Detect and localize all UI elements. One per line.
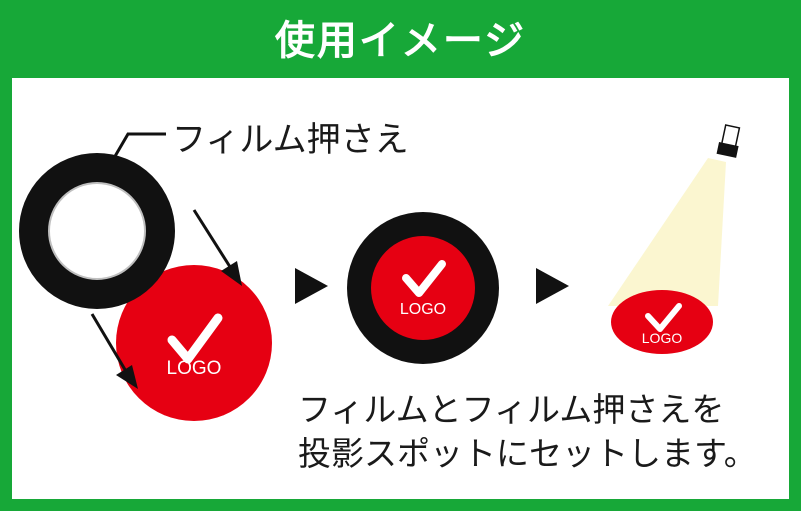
spot-projector-icon <box>716 124 741 158</box>
caption-line: フィルムとフィルム押さえを <box>298 390 725 429</box>
caption: フィルムとフィルム押さえを 投影スポットにセットします。 <box>298 388 757 476</box>
film-holder-label: フィルム押さえ <box>172 120 409 160</box>
film-holder-ring <box>19 153 175 309</box>
check-mark-icon <box>167 313 223 364</box>
check-mark-icon <box>645 303 682 332</box>
step-arrow-icon <box>295 268 328 304</box>
logo-label: LOGO <box>642 330 683 346</box>
film-holder-inner-edge <box>48 182 146 280</box>
step-arrow-icon <box>536 268 569 304</box>
motion-arrow-line <box>90 313 129 374</box>
page-title: 使用イメージ <box>274 18 527 64</box>
caption-line: 投影スポットにセットします。 <box>298 434 757 473</box>
logo-label: LOGO <box>167 358 222 379</box>
illustration-panel: LOGO LOGO LOGO <box>12 78 789 499</box>
logo-label: LOGO <box>400 301 446 318</box>
callout-leader-line <box>112 132 166 159</box>
illustration: LOGO LOGO LOGO <box>19 124 741 421</box>
light-beam <box>608 158 726 306</box>
motion-arrow-line <box>192 209 234 271</box>
arrow-head-icon <box>116 365 138 389</box>
film-disc <box>116 265 272 421</box>
arrow-head-icon <box>221 261 242 286</box>
check-mark-icon <box>402 260 446 297</box>
